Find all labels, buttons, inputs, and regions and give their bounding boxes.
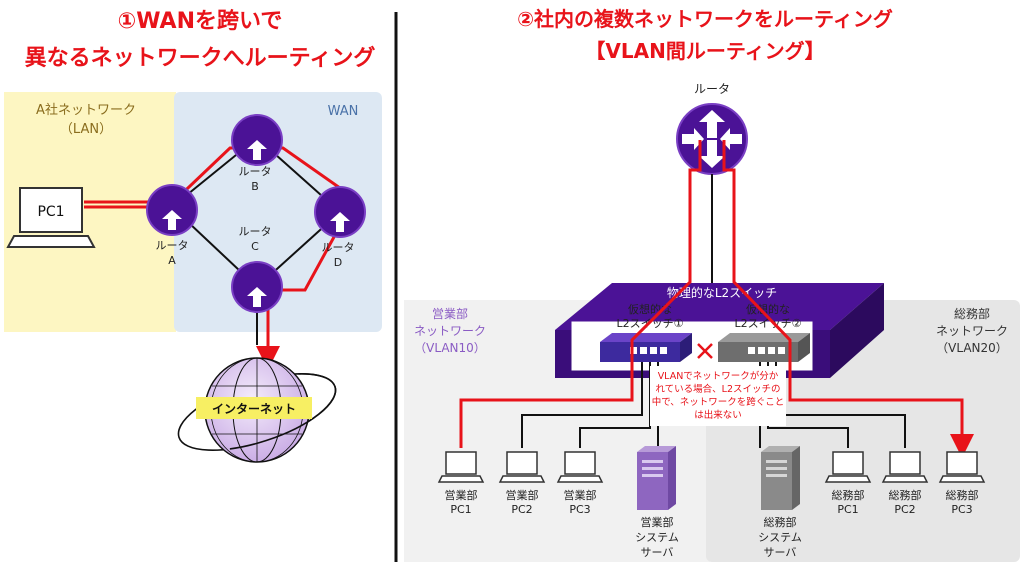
general-pc2-dept: 総務部 (889, 488, 922, 502)
general-pc2-name: PC2 (894, 503, 915, 516)
router-a-label1: ルータ (156, 239, 189, 252)
general-pc1-name: PC1 (837, 503, 858, 516)
left-panel: ①WANを跨いで 異なるネットワークへルーティング A社ネットワーク （LAN）… (4, 9, 382, 463)
top-router-label: ルータ (694, 82, 730, 96)
sales-net-label2: ネットワーク (414, 324, 486, 338)
lan-label-line2: （LAN） (60, 122, 112, 137)
router-d-label1: ルータ (322, 241, 355, 254)
note-line3: 中で、ネットワークを跨ぐこと (652, 396, 785, 408)
right-panel: ②社内の複数ネットワークをルーティング 【VLAN間ルーティング】 営業部 ネッ… (404, 7, 1020, 562)
sales-pc-icons (437, 451, 604, 483)
route-to-general-pc3 (788, 352, 974, 458)
left-title-line1: ①WANを跨いで (118, 9, 283, 34)
note-line1: VLANでネットワークが分か (658, 370, 779, 382)
vswitch1-label1: 仮想的な (628, 302, 672, 316)
sales-server-label2: システム (635, 531, 679, 544)
note-line2: れている場合、L2スイッチの (655, 383, 780, 395)
sales-net-label1: 営業部 (432, 306, 468, 321)
vswitch2-label2: L2スイッチ② (735, 317, 802, 330)
sales-server-icon (637, 446, 676, 510)
general-net-label2: ネットワーク (936, 324, 1008, 338)
right-title-line1: ②社内の複数ネットワークをルーティング (517, 7, 893, 31)
sales-net-label3: （VLAN10） (414, 341, 486, 355)
sales-pc2-dept: 営業部 (506, 488, 539, 502)
vswitch2-label1: 仮想的な (746, 302, 790, 316)
router-a-icon (146, 184, 198, 236)
pc1-laptop-icon (6, 187, 96, 248)
note-line4: は出来ない (694, 409, 742, 421)
internet-label: インターネット (212, 402, 296, 416)
general-server-label2: システム (758, 531, 802, 544)
top-router-icon (676, 103, 748, 175)
sales-server-label1: 営業部 (641, 515, 674, 529)
route-router-to-vswitch2 (722, 140, 792, 352)
internet-label-bg (196, 397, 312, 419)
general-pc1-dept: 総務部 (832, 488, 865, 502)
wan-label: WAN (328, 104, 359, 119)
pc1-label: PC1 (37, 204, 64, 220)
router-d-icon (314, 186, 366, 238)
sales-pc2-name: PC2 (511, 503, 532, 516)
blocked-x-icon (697, 343, 713, 359)
general-net-label3: （VLAN20） (936, 341, 1008, 355)
sales-pc1-name: PC1 (450, 503, 471, 516)
router-d-label2: D (334, 256, 342, 269)
router-c-icon (231, 261, 283, 313)
router-c-label2: C (251, 240, 259, 253)
route-router-to-vswitch1 (630, 140, 702, 352)
general-pc-icons (824, 451, 986, 483)
virtual-switch-1-icon (600, 333, 692, 362)
general-pc3-dept: 総務部 (946, 488, 979, 502)
left-title-line2: 異なるネットワークへルーティング (25, 45, 376, 71)
note-box (650, 366, 786, 426)
virtual-switch-2-icon (718, 333, 810, 362)
sales-pc3-name: PC3 (569, 503, 590, 516)
sales-pc1-dept: 営業部 (445, 488, 478, 502)
sales-server-label3: サーバ (641, 546, 674, 559)
router-b-icon (231, 114, 283, 166)
lan-label-line1: A社ネットワーク (36, 102, 136, 118)
general-server-label1: 総務部 (764, 515, 797, 529)
router-c-label1: ルータ (239, 225, 272, 238)
route-to-sales-pc1 (459, 352, 634, 448)
router-b-label1: ルータ (239, 165, 272, 178)
sales-pc3-dept: 営業部 (564, 488, 597, 502)
general-net-label1: 総務部 (954, 306, 990, 321)
router-a-label2: A (168, 254, 176, 267)
general-pc3-name: PC3 (951, 503, 972, 516)
router-b-label2: B (251, 180, 259, 193)
right-title-line2: 【VLAN間ルーティング】 (585, 39, 824, 63)
general-server-label3: サーバ (764, 546, 797, 559)
general-server-icon (761, 446, 800, 510)
